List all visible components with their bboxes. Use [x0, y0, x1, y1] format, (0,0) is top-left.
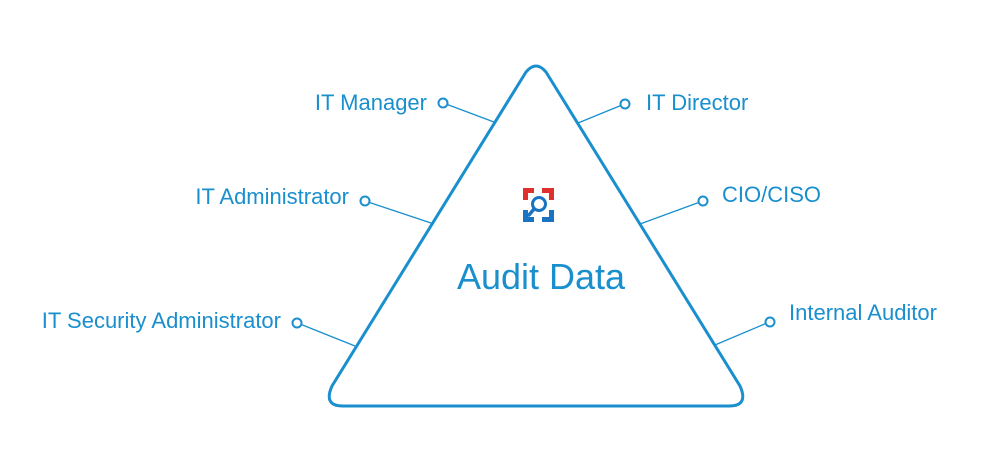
role-label: IT Security Administrator — [42, 308, 281, 333]
role-label: IT Administrator — [195, 184, 349, 209]
center-label: Audit Data — [457, 256, 626, 297]
role-cio-ciso: CIO/CISO — [639, 182, 821, 225]
role-internal-auditor: Internal Auditor — [714, 300, 937, 346]
triangle-shape — [327, 64, 745, 408]
role-it-administrator: IT Administrator — [195, 184, 432, 224]
role-it-security-administrator: IT Security Administrator — [42, 308, 356, 347]
role-label: IT Director — [646, 90, 748, 115]
role-label: Internal Auditor — [789, 300, 937, 325]
role-it-manager: IT Manager — [315, 90, 495, 123]
magnifier-in-brackets-icon — [523, 188, 554, 222]
role-label: IT Manager — [315, 90, 427, 115]
role-it-director: IT Director — [577, 90, 748, 124]
role-label: CIO/CISO — [722, 182, 821, 207]
